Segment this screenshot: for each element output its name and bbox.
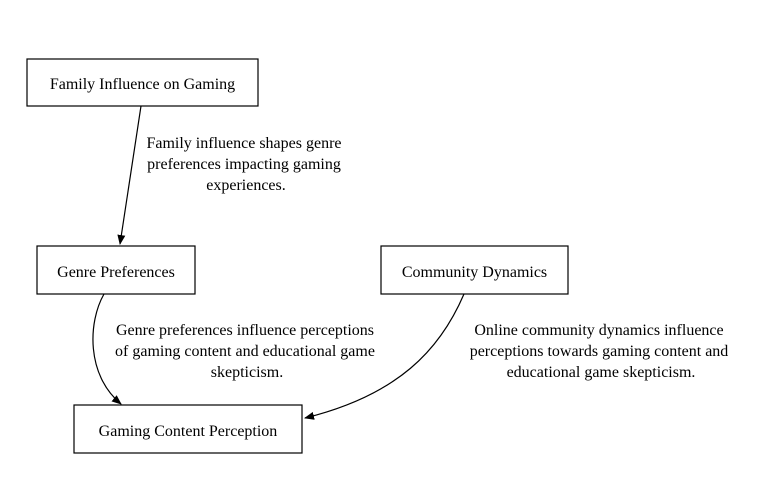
- node-gaming-content-perception-label: Gaming Content Perception: [99, 423, 278, 440]
- edge-label-line: perceptions towards gaming content and: [470, 343, 729, 360]
- node-genre-preferences[interactable]: Genre Preferences: [36, 245, 196, 295]
- node-genre-preferences-label: Genre Preferences: [57, 264, 175, 281]
- node-family-influence-label: Family Influence on Gaming: [50, 76, 235, 93]
- edge-genre-to-perception-line: [92, 293, 122, 405]
- edge-label-line: Genre preferences influence perceptions: [116, 322, 374, 339]
- node-genre-preferences-box: [36, 245, 196, 295]
- node-community-dynamics[interactable]: Community Dynamics: [380, 245, 569, 295]
- edge-community-to-perception: Online community dynamics influence perc…: [304, 293, 733, 420]
- node-gaming-content-perception-box: [73, 404, 303, 454]
- edge-label-line: preferences impacting gaming: [147, 156, 341, 173]
- edge-label-line: skepticism.: [211, 364, 283, 381]
- edge-label-line: of gaming content and educational game: [115, 343, 375, 360]
- edge-label-line: educational game skepticism.: [507, 364, 696, 381]
- edge-label-line: experiences.: [206, 177, 286, 194]
- node-community-dynamics-label: Community Dynamics: [402, 264, 547, 281]
- node-gaming-content-perception[interactable]: Gaming Content Perception: [73, 404, 303, 454]
- edge-community-to-perception-label: Online community dynamics influence perc…: [470, 322, 733, 381]
- node-community-dynamics-box: [380, 245, 569, 295]
- edge-label-line: Online community dynamics influence: [474, 322, 723, 339]
- edge-community-to-perception-line: [304, 293, 465, 420]
- edge-family-to-genre-line: [117, 105, 142, 245]
- node-family-influence[interactable]: Family Influence on Gaming: [26, 58, 259, 107]
- edge-genre-to-perception-label: Genre preferences influence perceptions …: [115, 322, 379, 381]
- node-family-influence-box: [26, 58, 259, 107]
- edge-family-to-genre: Family influence shapes genre preference…: [117, 105, 345, 245]
- edge-genre-to-perception: Genre preferences influence perceptions …: [92, 293, 379, 405]
- edge-family-to-genre-label: Family influence shapes genre preference…: [146, 135, 345, 194]
- edge-label-line: Family influence shapes genre: [146, 135, 341, 152]
